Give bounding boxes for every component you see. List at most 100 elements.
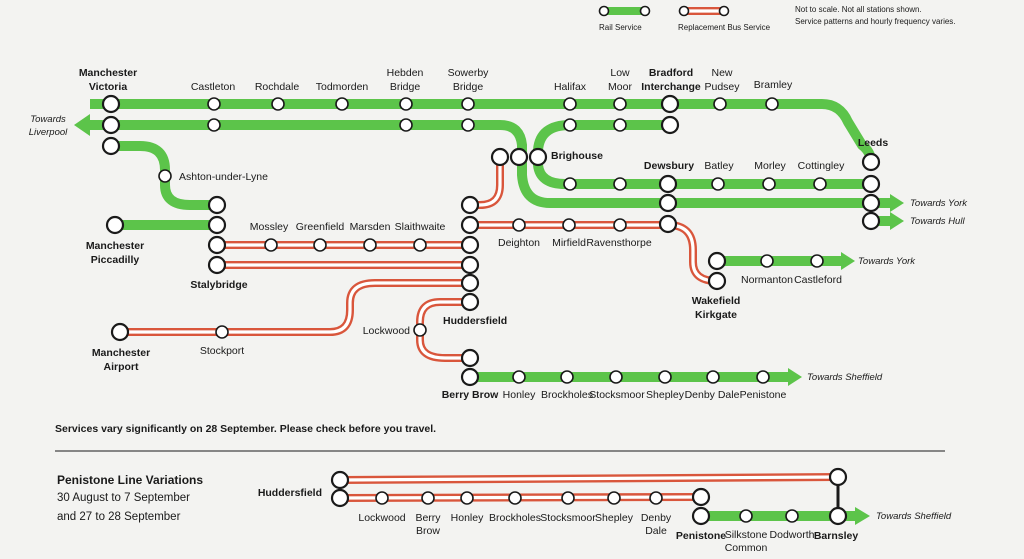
station-silkstone-common[interactable]: [739, 509, 753, 523]
station-cottingley[interactable]: [813, 177, 827, 191]
station-leeds[interactable]: [861, 174, 881, 194]
station-mossley[interactable]: [264, 238, 278, 252]
label-leeds: Leeds: [858, 137, 889, 149]
station-brighouse[interactable]: [490, 147, 510, 167]
station-low-moor[interactable]: [613, 118, 627, 132]
label-berry-brow: Berry Brow: [442, 389, 499, 401]
station-batley[interactable]: [711, 177, 725, 191]
station-huddersfield[interactable]: [460, 235, 480, 255]
label-bradford-interchange-2: Interchange: [641, 81, 701, 93]
station-huddersfield[interactable]: [460, 255, 480, 275]
station-brighouse[interactable]: [509, 147, 529, 167]
label-batley: Batley: [704, 160, 734, 172]
station-castleford[interactable]: [810, 254, 824, 268]
station-ashton-under-lyne[interactable]: [158, 169, 172, 183]
label-normanton: Normanton: [741, 274, 793, 286]
station-sowerby-bridge[interactable]: [461, 118, 475, 132]
station-brighouse[interactable]: [528, 147, 548, 167]
station-stalybridge[interactable]: [207, 195, 227, 215]
station-stocksmoor[interactable]: [609, 370, 623, 384]
station-dewsbury[interactable]: [658, 193, 678, 213]
station-honley[interactable]: [460, 491, 474, 505]
station-wakefield-kirkgate[interactable]: [707, 251, 727, 271]
station-manchester-piccadilly[interactable]: [105, 215, 125, 235]
station-brighouse-line[interactable]: [563, 177, 577, 191]
station-manchester-victoria[interactable]: [101, 136, 121, 156]
station-dodworth[interactable]: [785, 509, 799, 523]
station-mirfield[interactable]: [562, 218, 576, 232]
key-note-line2: Service patterns and hourly frequency va…: [795, 17, 956, 26]
label-mossley: Mossley: [250, 221, 289, 233]
station-huddersfield[interactable]: [460, 195, 480, 215]
label-bradford-interchange-1: Bradford: [649, 67, 693, 79]
station-ravensthorpe[interactable]: [613, 218, 627, 232]
station-castleton[interactable]: [207, 118, 221, 132]
station-berry-brow[interactable]: [460, 348, 480, 368]
station-sowerby-bridge[interactable]: [461, 97, 475, 111]
station-new-pudsey[interactable]: [713, 97, 727, 111]
station-normanton[interactable]: [760, 254, 774, 268]
station-halifax[interactable]: [563, 118, 577, 132]
station-huddersfield[interactable]: [460, 292, 480, 312]
station-manchester-victoria[interactable]: [101, 115, 121, 135]
station-leeds[interactable]: [861, 211, 881, 231]
station-berry-brow[interactable]: [421, 491, 435, 505]
station-denby-dale[interactable]: [649, 491, 663, 505]
station-barnsley[interactable]: [828, 467, 848, 487]
station-stalybridge[interactable]: [207, 215, 227, 235]
station-lockwood[interactable]: [375, 491, 389, 505]
station-mirfield-line[interactable]: [613, 177, 627, 191]
p-label-huddersfield: Huddersfield: [258, 487, 322, 499]
label-towards-sheffield: Towards Sheffield: [807, 372, 883, 383]
station-dewsbury[interactable]: [658, 174, 678, 194]
station-halifax[interactable]: [563, 97, 577, 111]
station-bradford-interchange[interactable]: [660, 115, 680, 135]
station-stalybridge[interactable]: [207, 255, 227, 275]
station-bradford-interchange[interactable]: [660, 94, 680, 114]
station-huddersfield[interactable]: [460, 215, 480, 235]
station-manchester-victoria[interactable]: [101, 94, 121, 114]
station-stocksmoor[interactable]: [561, 491, 575, 505]
station-stockport[interactable]: [215, 325, 229, 339]
label-manchester-airport-1: Manchester: [92, 347, 150, 359]
station-shepley[interactable]: [607, 491, 621, 505]
p-label-honley: Honley: [451, 512, 484, 524]
station-deighton[interactable]: [512, 218, 526, 232]
station-honley[interactable]: [512, 370, 526, 384]
station-bramley[interactable]: [765, 97, 779, 111]
label-ashton-under-lyne: Ashton-under-Lyne: [179, 171, 268, 183]
station-manchester-airport[interactable]: [110, 322, 130, 342]
station-barnsley[interactable]: [828, 506, 848, 526]
label-towards-hull: Towards Hull: [910, 216, 965, 227]
arrow-towards-sheffield-2: [855, 507, 870, 525]
station-leeds[interactable]: [861, 152, 881, 172]
station-slaithwaite[interactable]: [413, 238, 427, 252]
station-leeds[interactable]: [861, 193, 881, 213]
station-todmorden[interactable]: [335, 97, 349, 111]
station-dewsbury[interactable]: [658, 214, 678, 234]
station-shepley[interactable]: [658, 370, 672, 384]
station-penistone[interactable]: [691, 487, 711, 507]
station-huddersfield[interactable]: [330, 488, 350, 508]
station-berry-brow[interactable]: [460, 367, 480, 387]
station-wakefield-kirkgate[interactable]: [707, 271, 727, 291]
station-penistone[interactable]: [756, 370, 770, 384]
label-morley: Morley: [754, 160, 786, 172]
station-marsden[interactable]: [363, 238, 377, 252]
station-denby-dale[interactable]: [706, 370, 720, 384]
station-huddersfield[interactable]: [460, 273, 480, 293]
station-huddersfield[interactable]: [330, 470, 350, 490]
station-brockholes[interactable]: [560, 370, 574, 384]
station-low-moor[interactable]: [613, 97, 627, 111]
station-penistone[interactable]: [691, 506, 711, 526]
label-towards-york-castleford: Towards York: [858, 256, 916, 267]
station-greenfield[interactable]: [313, 238, 327, 252]
station-castleton[interactable]: [207, 97, 221, 111]
station-hebden-bridge[interactable]: [399, 97, 413, 111]
station-hebden-bridge[interactable]: [399, 118, 413, 132]
station-rochdale[interactable]: [271, 97, 285, 111]
station-lockwood[interactable]: [413, 323, 427, 337]
station-brockholes[interactable]: [508, 491, 522, 505]
station-stalybridge[interactable]: [207, 235, 227, 255]
station-morley[interactable]: [762, 177, 776, 191]
